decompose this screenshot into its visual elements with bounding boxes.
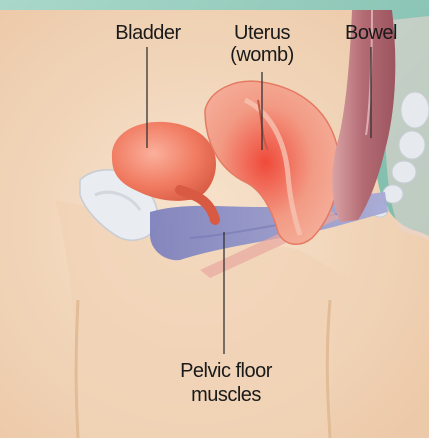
pelvic-floor-label-line2: muscles (164, 383, 288, 407)
bowel-label: Bowel (336, 22, 406, 44)
uterus-label-line1: Uterus (220, 22, 304, 44)
bladder-label: Bladder (108, 22, 188, 44)
pelvic-floor-label-line1: Pelvic floor (164, 359, 288, 383)
pelvic-floor-label: Pelvic floor muscles (164, 359, 288, 407)
uterus-label: Uterus (womb) (220, 22, 304, 66)
uterus-label-line2: (womb) (220, 44, 304, 66)
